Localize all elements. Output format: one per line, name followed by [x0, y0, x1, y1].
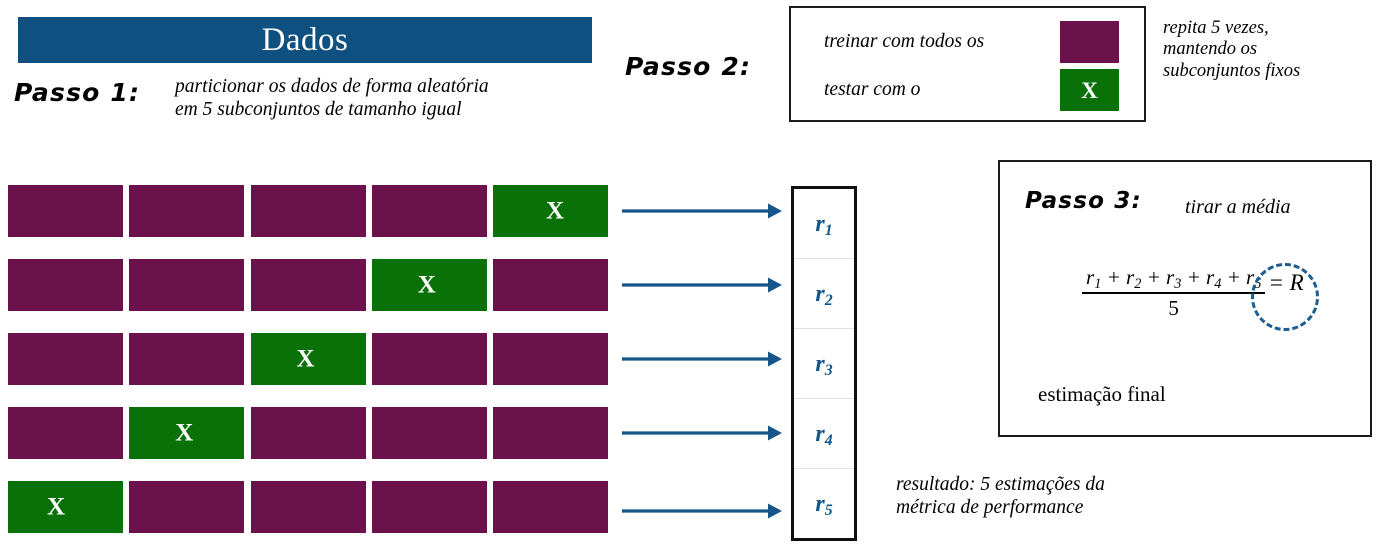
test-fold-x-mark: X — [296, 345, 315, 373]
fold-cell-train — [8, 259, 123, 311]
fold-cell-train — [129, 333, 245, 385]
fold-to-result-arrow — [622, 351, 782, 367]
fold-cell-train — [371, 333, 487, 385]
fold-cell-train — [371, 185, 487, 237]
result-label: r1 — [815, 210, 833, 239]
result-cell: r5 — [794, 469, 854, 538]
legend-swatch-train — [1060, 21, 1119, 63]
fold-cell-train — [250, 259, 366, 311]
fold-cell-test: X — [129, 407, 245, 459]
fold-cell-train — [8, 407, 123, 459]
fold-to-result-arrow — [622, 277, 782, 293]
result-label: r3 — [815, 350, 833, 379]
step1-label: Passo 1: — [14, 78, 141, 107]
fold-cell-train — [371, 481, 487, 533]
formula-fraction-bar — [1082, 292, 1266, 294]
fold-cell-train — [493, 259, 608, 311]
step2-legend-box: treinar com todos os testar com o X — [789, 6, 1146, 122]
fold-row: X — [8, 259, 608, 311]
formula-fraction: r1 + r2 + r3 + r4 + r5 5 — [1082, 265, 1266, 321]
step1-description: particionar os dados de forma aleatória … — [175, 76, 489, 120]
page-title: Dados — [261, 21, 349, 58]
fold-cell-train — [8, 185, 123, 237]
fold-cell-train — [8, 333, 123, 385]
fold-cell-train — [250, 185, 366, 237]
test-fold-x-mark: X — [175, 419, 194, 447]
fold-cell-train — [129, 185, 245, 237]
result-label: r4 — [815, 420, 833, 449]
fold-cell-train — [493, 407, 608, 459]
fold-cell-train — [250, 481, 366, 533]
result-highlight-circle — [1251, 263, 1319, 331]
test-fold-x-mark: X — [545, 197, 565, 225]
legend-swatch-test: X — [1060, 69, 1119, 111]
fold-cell-train — [129, 259, 245, 311]
result-cell: r3 — [794, 329, 854, 399]
result-cell: r4 — [794, 399, 854, 469]
fold-cell-test: X — [8, 481, 123, 533]
fold-to-result-arrow — [622, 203, 782, 219]
formula-numerator: r1 + r2 + r3 + r4 + r5 — [1086, 265, 1262, 292]
step3-subtitle: tirar a média — [1185, 196, 1291, 218]
fold-row: X — [8, 481, 608, 533]
fold-cell-train — [129, 481, 245, 533]
legend-x-mark: X — [1081, 77, 1098, 103]
legend-text: treinar com todos os — [824, 31, 985, 52]
fold-cell-train — [493, 333, 608, 385]
fold-row: X — [8, 333, 608, 385]
test-fold-x-mark: X — [417, 271, 436, 299]
result-cell: r1 — [794, 189, 854, 259]
fold-cell-train — [371, 407, 487, 459]
fold-cell-train — [493, 481, 608, 533]
fold-cell-train — [250, 407, 366, 459]
fold-to-result-arrow — [622, 425, 782, 441]
step2-note: repita 5 vezes, mantendo os subconjuntos… — [1163, 18, 1301, 81]
fold-to-result-arrow — [622, 503, 782, 519]
result-label: r2 — [815, 280, 833, 309]
step3-label: Passo 3: — [1025, 188, 1142, 214]
fold-row: X — [8, 407, 608, 459]
fold-cell-test: X — [371, 259, 487, 311]
fold-cell-test: X — [493, 185, 608, 237]
test-fold-x-mark: X — [46, 493, 66, 521]
final-estimate-annotation: estimação final — [1038, 382, 1166, 406]
result-label: r5 — [815, 490, 833, 519]
dados-header-bar: Dados — [18, 17, 592, 63]
legend-row: treinar com todos os — [791, 18, 1144, 66]
legend-row: testar com o X — [791, 66, 1144, 114]
fold-row: X — [8, 185, 608, 237]
result-cell: r2 — [794, 259, 854, 329]
results-column: r1 r2 r3 r4 r5 — [791, 186, 857, 541]
fold-cell-test: X — [250, 333, 366, 385]
fold-grid: X X X X X — [8, 185, 608, 541]
results-note: resultado: 5 estimações da métrica de pe… — [896, 474, 1105, 518]
legend-text: testar com o — [824, 79, 921, 100]
step2-label: Passo 2: — [625, 52, 752, 81]
formula-denominator: 5 — [1168, 295, 1179, 320]
